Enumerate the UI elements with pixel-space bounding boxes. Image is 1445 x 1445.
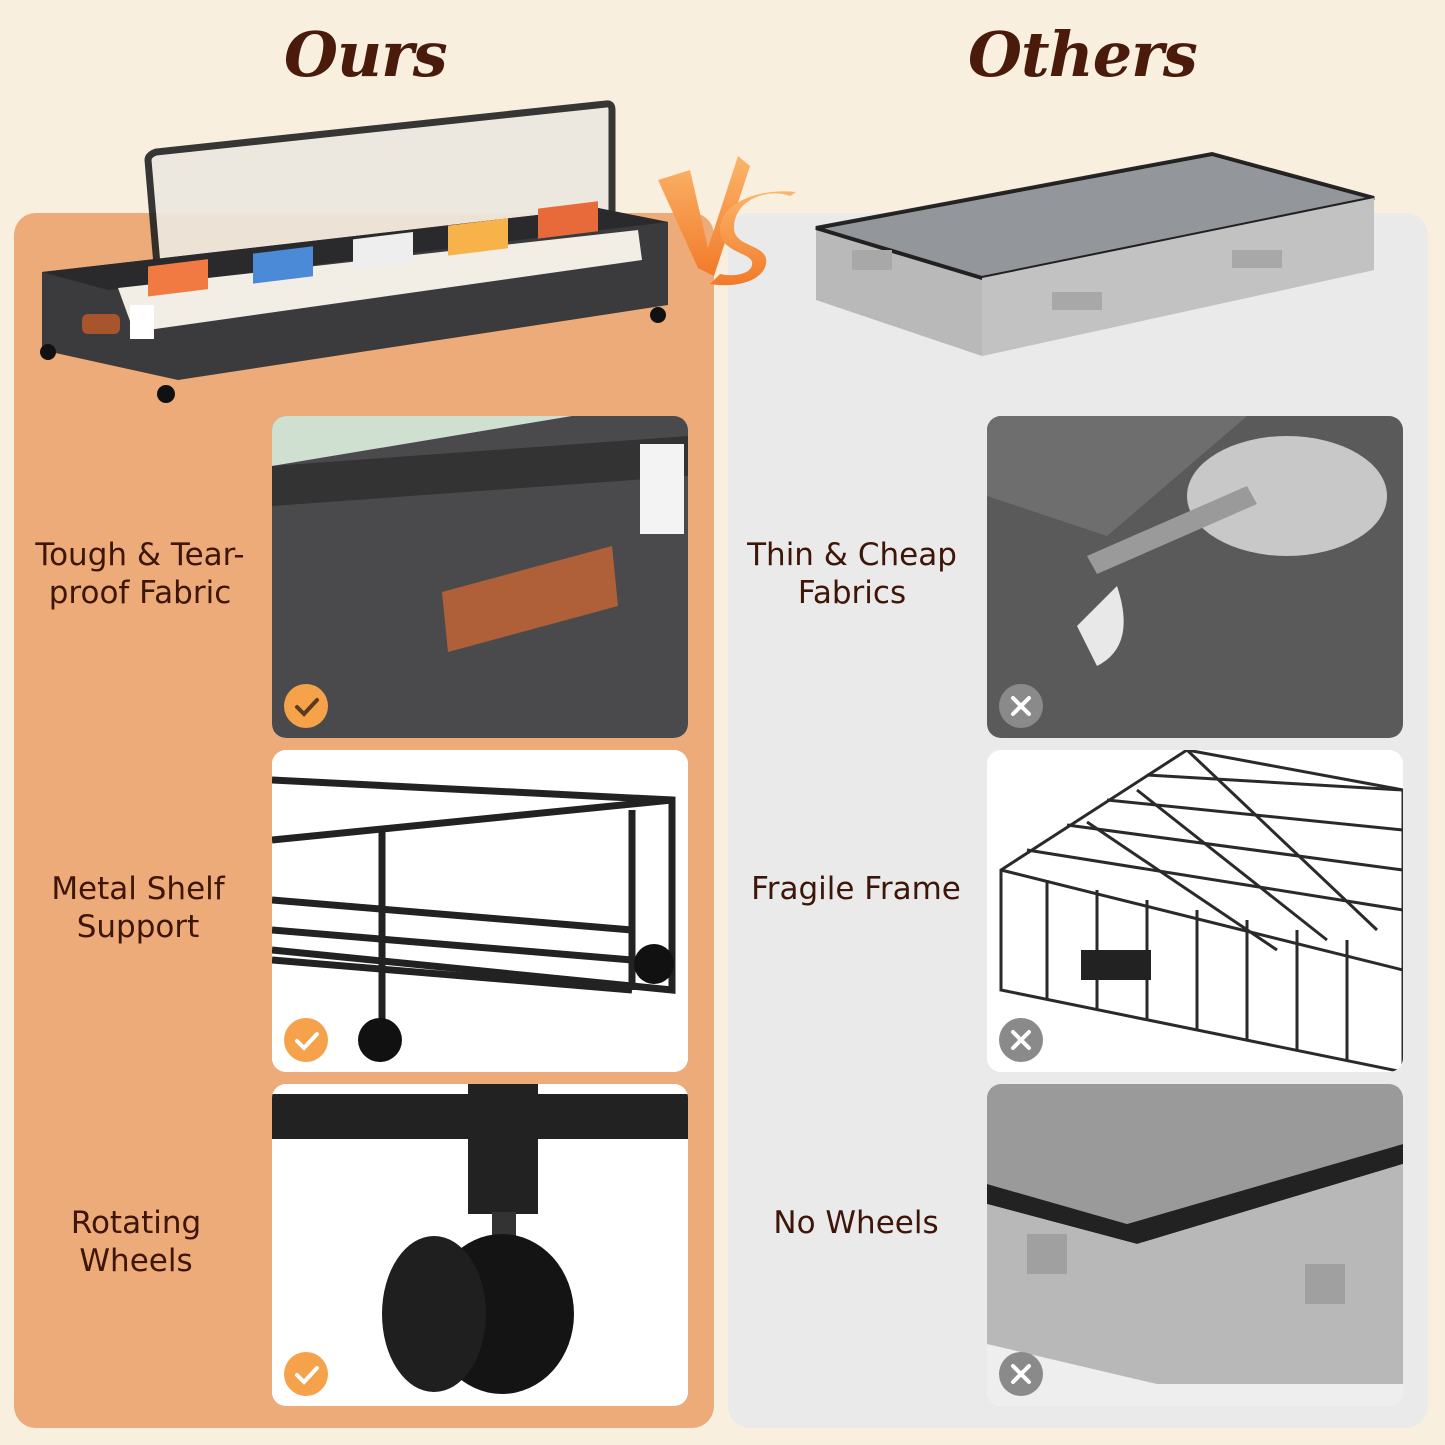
cross-icon [1011, 1030, 1031, 1050]
check-badge [284, 1352, 328, 1396]
title-others: Others [968, 18, 1198, 91]
feature-label-tough-fabric: Tough & Tear- proof Fabric [35, 537, 245, 611]
check-icon [295, 698, 319, 717]
feature-label-metal-shelf: Metal Shelf Support [51, 871, 225, 945]
others-card-wheels [987, 1084, 1403, 1406]
ours-card-wheels [272, 1084, 688, 1406]
wire-frame-image [987, 750, 1403, 1072]
cross-badge [999, 1352, 1043, 1396]
check-icon [295, 1032, 319, 1051]
check-icon [295, 1366, 319, 1385]
feature-label-fragile-frame: Fragile Frame [751, 871, 961, 907]
feature-label-thin-fabric: Thin & Cheap Fabrics [747, 537, 957, 611]
check-badge [284, 1018, 328, 1062]
others-card-frame [987, 750, 1403, 1072]
metal-frame-image [272, 750, 688, 1072]
ours-hero-image [40, 100, 668, 403]
title-ours: Ours [284, 18, 448, 91]
others-card-fabric [987, 416, 1403, 738]
cross-icon [1011, 696, 1031, 716]
dark-fabric-image [272, 416, 688, 738]
vs-icon [658, 156, 796, 286]
check-badge [284, 684, 328, 728]
gray-bag-corner-image [987, 1084, 1403, 1406]
cross-badge [999, 1018, 1043, 1062]
cross-icon [1011, 1364, 1031, 1384]
ours-card-fabric [272, 416, 688, 738]
feature-label-no-wheels: No Wheels [773, 1205, 939, 1241]
cross-badge [999, 684, 1043, 728]
caster-wheel-image [272, 1084, 688, 1406]
others-hero-image [815, 151, 1375, 356]
feature-label-rotating-wheels: Rotating Wheels [70, 1205, 202, 1279]
torn-fabric-image [987, 416, 1403, 738]
ours-card-frame [272, 750, 688, 1072]
